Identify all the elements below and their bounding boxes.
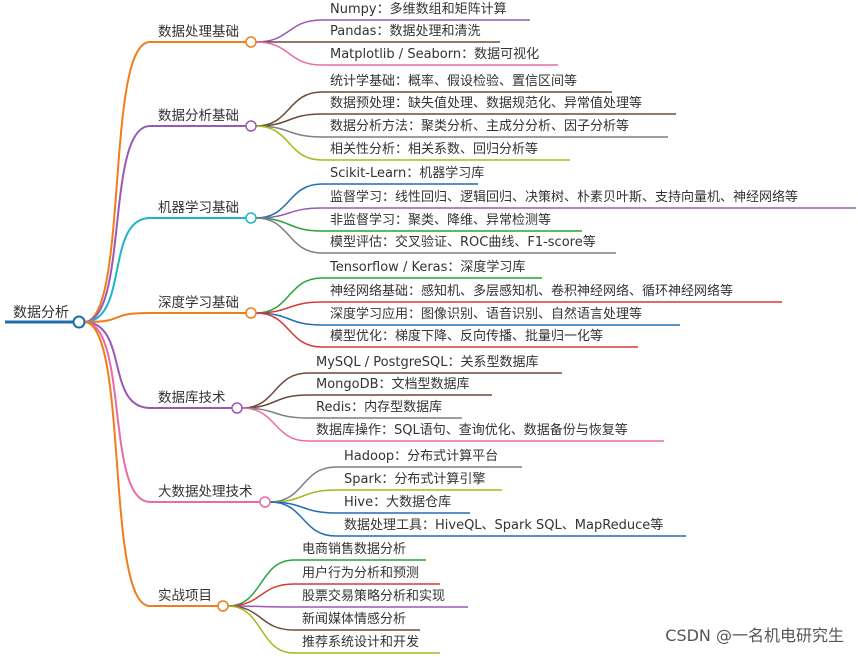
branch-node-circle-7 [217, 600, 229, 612]
leaf-connector-2-4 [255, 125, 323, 161]
leaf-label-3-1[interactable]: Scikit-Learn：机器学习库 [330, 166, 485, 181]
leaf-connector-6-1 [269, 466, 337, 503]
leaf-label-6-3[interactable]: Hive：大数据仓库 [344, 495, 452, 510]
leaf-label-4-1[interactable]: Tensorflow / Keras：深度学习库 [330, 260, 526, 275]
leaf-label-4-2[interactable]: 神经网络基础：感知机、多层感知机、卷积神经网络、循环神经网络等 [330, 284, 734, 299]
leaf-label-1-1[interactable]: Numpy：多维数组和矩阵计算 [330, 2, 507, 17]
branch-node-circle-4 [245, 307, 257, 319]
leaf-label-1-3[interactable]: Matplotlib / Seaborn：数据可视化 [330, 47, 540, 62]
branch-label-3[interactable]: 机器学习基础 [158, 200, 239, 216]
branch-node-circle-6 [259, 496, 271, 508]
leaf-connector-5-2 [241, 394, 309, 409]
leaf-connector-1-1 [255, 19, 323, 43]
leaf-label-3-2[interactable]: 监督学习：线性回归、逻辑回归、决策树、朴素贝叶斯、支持向量机、神经网络等 [330, 190, 799, 205]
leaf-connector-7-4 [227, 605, 295, 631]
branch-connector-1 [83, 41, 151, 323]
branch-node-circle-5 [231, 402, 243, 414]
root-node-label[interactable]: 数据分析 [13, 305, 69, 321]
leaf-label-2-2[interactable]: 数据预处理：缺失值处理、数据规范化、异常值处理等 [330, 96, 643, 111]
branch-label-7[interactable]: 实战项目 [158, 588, 212, 604]
branch-connector-3 [83, 217, 151, 323]
branch-label-6[interactable]: 大数据处理技术 [158, 484, 253, 500]
leaf-connector-3-4 [255, 217, 323, 254]
leaf-label-5-4[interactable]: 数据库操作：SQL语句、查询优化、数据备份与恢复等 [316, 423, 628, 438]
leaf-connector-7-1 [227, 559, 295, 607]
leaf-label-5-1[interactable]: MySQL / PostgreSQL：关系型数据库 [316, 355, 539, 370]
leaf-connector-1-3 [255, 41, 323, 66]
leaf-label-7-5[interactable]: 推荐系统设计和开发 [302, 635, 420, 650]
leaf-connector-3-1 [255, 183, 323, 219]
leaf-connector-4-4 [255, 312, 323, 348]
leaf-connector-5-1 [241, 372, 309, 409]
leaf-connector-7-5 [227, 605, 295, 654]
leaf-label-2-3[interactable]: 数据分析方法：聚类分析、主成分分析、因子分析等 [330, 119, 630, 134]
branch-connector-7 [83, 321, 151, 607]
csdn-watermark: CSDN @一名机电研究生 [665, 626, 844, 645]
leaf-label-3-4[interactable]: 模型评估：交叉验证、ROC曲线、F1-score等 [330, 235, 596, 250]
leaf-label-3-3[interactable]: 非监督学习：聚类、降维、异常检测等 [330, 213, 552, 228]
branch-connector-6 [83, 321, 151, 503]
leaf-label-6-2[interactable]: Spark：分布式计算引擎 [344, 472, 486, 487]
leaf-label-7-3[interactable]: 股票交易策略分析和实现 [302, 589, 446, 604]
root-node-circle [72, 315, 86, 329]
branch-node-circle-3 [245, 212, 257, 224]
leaf-connector-7-2 [227, 583, 295, 607]
branch-connector-4 [83, 312, 151, 323]
branch-label-4[interactable]: 深度学习基础 [158, 295, 239, 311]
branch-connector-5 [83, 321, 151, 409]
leaf-label-4-3[interactable]: 深度学习应用：图像识别、语音识别、自然语言处理等 [330, 307, 643, 322]
leaf-label-2-1[interactable]: 统计学基础：概率、假设检验、置信区间等 [330, 74, 578, 89]
leaf-label-7-2[interactable]: 用户行为分析和预测 [302, 566, 420, 581]
branch-label-1[interactable]: 数据处理基础 [158, 24, 239, 40]
leaf-connector-2-1 [255, 91, 323, 127]
leaf-label-1-2[interactable]: Pandas：数据处理和清洗 [330, 24, 481, 39]
branch-node-circle-1 [245, 36, 257, 48]
branch-label-5[interactable]: 数据库技术 [158, 390, 226, 406]
leaf-connector-4-1 [255, 277, 323, 314]
leaf-label-7-4[interactable]: 新闻媒体情感分析 [302, 612, 407, 627]
branch-label-2[interactable]: 数据分析基础 [158, 108, 239, 124]
leaf-label-6-4[interactable]: 数据处理工具：HiveQL、Spark SQL、MapReduce等 [344, 518, 664, 533]
leaf-connector-3-3 [255, 217, 323, 232]
leaf-label-5-2[interactable]: MongoDB：文档型数据库 [316, 377, 470, 392]
leaf-label-4-4[interactable]: 模型优化：梯度下降、反向传播、批量归一化等 [330, 329, 604, 344]
leaf-label-2-4[interactable]: 相关性分析：相关系数、回归分析等 [330, 142, 539, 157]
leaf-label-5-3[interactable]: Redis：内存型数据库 [316, 400, 443, 415]
branch-connector-2 [83, 125, 151, 323]
branch-node-circle-2 [245, 120, 257, 132]
leaf-label-7-1[interactable]: 电商销售数据分析 [302, 542, 407, 557]
leaf-connector-5-4 [241, 407, 309, 442]
leaf-label-6-1[interactable]: Hadoop：分布式计算平台 [344, 449, 499, 464]
leaf-connector-6-4 [269, 501, 337, 537]
